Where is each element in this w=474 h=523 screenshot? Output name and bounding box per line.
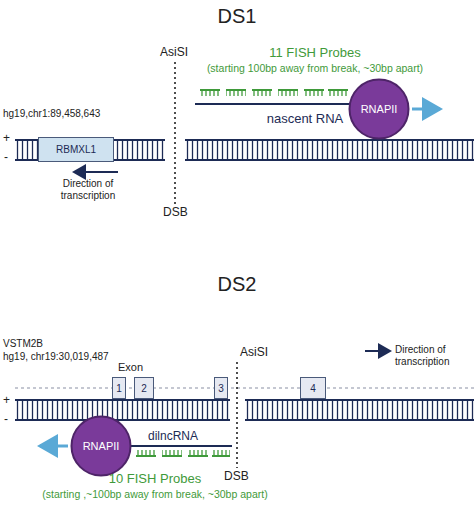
gene-box: RBMXL1 bbox=[38, 137, 114, 162]
probe-label: 11 FISH Probes bbox=[215, 46, 415, 61]
direction-arrow bbox=[74, 171, 118, 173]
coordinate-label: hg19, chr19:30,019,487 bbox=[3, 351, 109, 363]
fish-probes bbox=[136, 450, 230, 456]
fish-probes bbox=[200, 90, 348, 96]
dna-ladder bbox=[15, 400, 474, 420]
probe-note: (starting 100bp away from break, ~30bp a… bbox=[185, 62, 445, 74]
strand-sign: - bbox=[4, 151, 8, 165]
node-text: 4 bbox=[310, 383, 316, 394]
gene-label: VSTM2B bbox=[3, 338, 43, 350]
strand-sign: - bbox=[4, 413, 8, 427]
probe-note: (starting ,~100bp away from break, ~30bp… bbox=[20, 488, 290, 500]
exon-box: 1 bbox=[112, 377, 126, 399]
strand-sign: + bbox=[3, 394, 10, 408]
node-text: RNAPII bbox=[361, 103, 398, 115]
break-line bbox=[174, 62, 176, 205]
intron-line bbox=[15, 387, 474, 388]
exon-box: 3 bbox=[214, 377, 228, 399]
strand-sign: + bbox=[3, 132, 10, 146]
rna-label: dilncRNA bbox=[148, 430, 198, 444]
node-text: RNAPII bbox=[83, 440, 120, 452]
enzyme-label: AsiSI bbox=[240, 346, 268, 360]
probe-label: 10 FISH Probes bbox=[55, 472, 255, 487]
panel-title: DS2 bbox=[0, 273, 474, 296]
node-text: 3 bbox=[218, 383, 224, 394]
exon-box: 4 bbox=[300, 377, 326, 399]
direction-label: Direction of transcription bbox=[52, 178, 124, 201]
node-text: 1 bbox=[116, 383, 122, 394]
exon-label: Exon bbox=[118, 361, 143, 374]
coordinate-label: hg19,chr1:89,458,643 bbox=[3, 108, 100, 120]
rna-strand bbox=[128, 445, 232, 447]
node-text: RBMXL1 bbox=[56, 144, 96, 155]
direction-label: Direction of transcription bbox=[395, 344, 471, 367]
panel-title: DS1 bbox=[0, 5, 474, 28]
node-text: 2 bbox=[141, 383, 147, 394]
exon-box: 2 bbox=[134, 377, 154, 399]
enzyme-label: AsiSI bbox=[160, 46, 188, 60]
polymerase-circle: RNAPII bbox=[70, 415, 132, 477]
transcription-arrow bbox=[40, 445, 68, 448]
break-label: DSB bbox=[224, 470, 249, 484]
rna-label: nascent RNA bbox=[250, 112, 360, 127]
direction-arrow bbox=[365, 350, 390, 352]
break-line bbox=[236, 362, 238, 468]
rna-strand bbox=[195, 103, 352, 105]
polymerase-circle: RNAPII bbox=[348, 78, 410, 140]
break-label: DSB bbox=[163, 206, 188, 220]
transcription-arrow bbox=[412, 108, 440, 111]
